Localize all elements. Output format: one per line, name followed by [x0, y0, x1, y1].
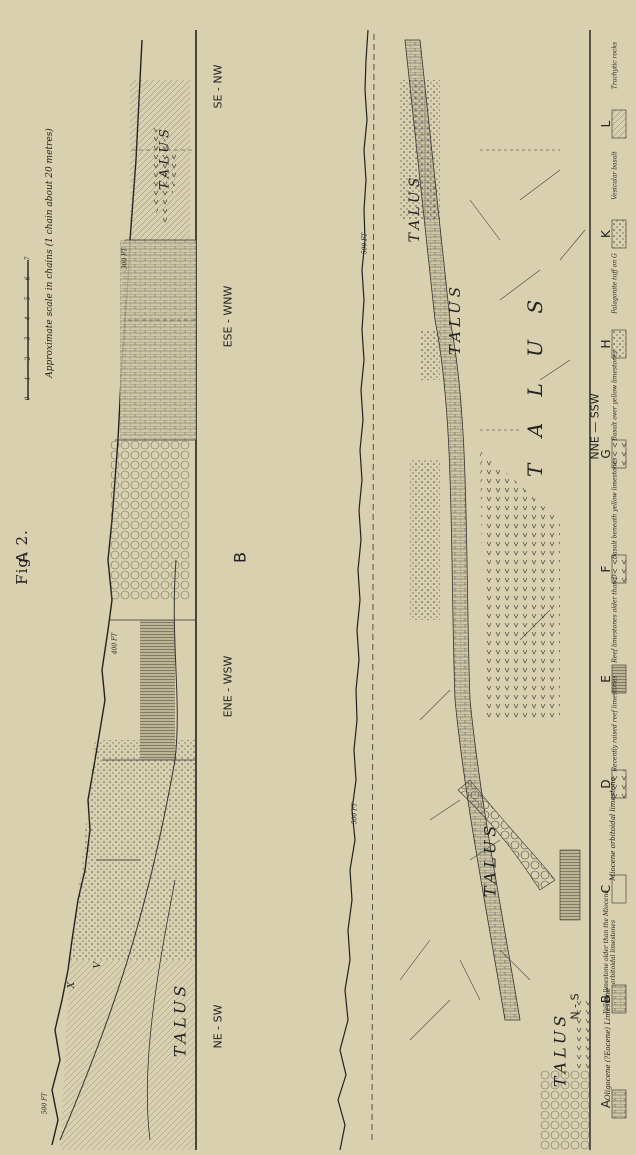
- section-b-talus-1: TALUS: [551, 1000, 570, 1100]
- point-v: V: [93, 955, 103, 975]
- height-label-b-500-2: 500 FT: [362, 219, 369, 269]
- section-b-talus-5: T A L U S: [523, 347, 547, 477]
- legend-text-f: Basalt beneath yellow limestones: [612, 454, 619, 564]
- height-label-a-300: 300 FT: [122, 234, 129, 284]
- section-a-letter: A: [13, 548, 32, 568]
- legend-text-h: Palagonite tuff on G: [612, 229, 619, 339]
- direction-se-nw: SE - NW: [212, 47, 225, 127]
- legend-text-g: Basalt over yellow limestones: [612, 341, 619, 451]
- section-a-talus-1: TALUS: [171, 970, 190, 1070]
- section-b-drawing: [338, 30, 590, 1150]
- section-b-talus-2: TALUS: [481, 810, 500, 910]
- scale-title: Approximate scale in chains (1 chain abo…: [45, 93, 55, 413]
- direction-ne-sw: NE - SW: [212, 987, 225, 1067]
- scale-tick-0: 0: [25, 379, 32, 419]
- legend-text-l: Trachytic rocks: [612, 11, 619, 121]
- point-x: X: [67, 975, 77, 995]
- height-label-b-500-1: 500 FT: [352, 789, 359, 839]
- section-b-letter: B: [231, 548, 250, 568]
- direction-nne-ssw: NNE — SSW: [589, 372, 602, 482]
- legend-text-b: Yellow limestone older than the Miocene …: [603, 877, 617, 1027]
- direction-ese-wnw: ESE - WNW: [222, 267, 235, 367]
- section-b-talus-4: TALUS: [446, 274, 464, 364]
- section-b-talus-3: TALUS: [407, 163, 423, 253]
- height-label-a-400: 400 FT: [112, 619, 119, 669]
- legend-text-k: Vesicular basalt: [612, 121, 619, 231]
- legend-text-e: Reef limestones older than D: [612, 564, 619, 674]
- section-a-talus-2: TALUS: [158, 113, 173, 203]
- height-label-a-500: 500 FT: [42, 1079, 49, 1129]
- direction-n-s: N - S: [569, 977, 582, 1037]
- direction-ene-wsw: ENE - WSW: [222, 637, 235, 737]
